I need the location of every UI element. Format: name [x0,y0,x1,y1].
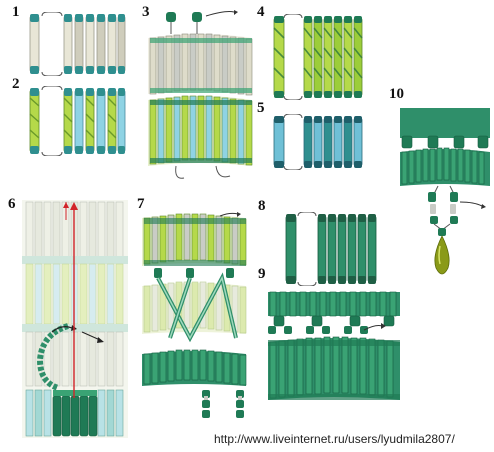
step-3-beadwork [148,10,253,179]
step-2-illustration [28,86,126,156]
step-4-illustration [272,14,368,100]
step-6-beadwork [22,200,128,438]
step-9-illustration [264,290,404,410]
step-3-illustration [146,8,254,188]
step-1-beadwork [29,12,126,76]
step-5-beadwork [273,114,363,170]
step-4-beadwork [273,14,363,100]
step-number-1: 1 [12,4,20,20]
step-7-illustration [140,210,248,424]
step-1-illustration [28,12,126,76]
step-9-beadwork [268,291,400,400]
step-number-9: 9 [258,266,266,282]
step-number-3: 3 [142,4,150,20]
step-8-illustration [284,212,384,286]
source-url: http://www.liveinternet.ru/users/lyudmil… [214,432,455,446]
step-8-beadwork [285,212,377,286]
step-number-2: 2 [12,76,20,92]
step-10-illustration [398,106,492,286]
step-number-8: 8 [258,198,266,214]
step-6-illustration [22,200,128,438]
step-number-10: 10 [389,86,404,102]
step-7-beadwork [142,212,247,418]
step-5-illustration [272,114,368,170]
step-2-beadwork [29,86,126,156]
step-10-beadwork [400,108,490,275]
step-number-5: 5 [257,100,265,116]
step-number-4: 4 [257,4,265,20]
step-number-7: 7 [137,196,145,212]
step-number-6: 6 [8,196,16,212]
